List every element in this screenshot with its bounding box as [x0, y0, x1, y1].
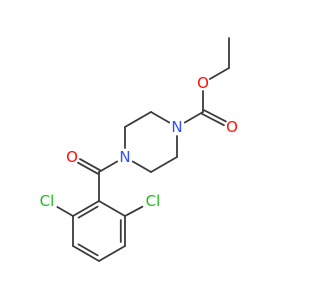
bond-ring-c2-c3	[124, 111, 152, 128]
bond-ring-n1-c2	[150, 111, 171, 124]
bond-carbamate-c-o-double-b	[203, 109, 227, 123]
bond-aryl-1-2-a	[72, 200, 100, 217]
bond-amide-c-o-double-b	[79, 158, 101, 172]
bond-aryl-1-2-b	[77, 205, 99, 219]
bond-aryl-3-4-a	[72, 245, 100, 262]
bond-carbamate-n-c	[183, 111, 204, 124]
bond-carbamate-c-o-double-a	[201, 112, 225, 127]
molecule-canvas: O O N N O Cl Cl	[40, 37, 238, 262]
bond-aryl-3-4	[72, 243, 100, 262]
atom-label-cl-right: Cl	[146, 192, 161, 210]
bond-aryl-6-1	[98, 200, 126, 217]
bond-amide-n-c	[98, 160, 119, 173]
bond-amide-c-o-double	[77, 158, 101, 175]
bond-aryl-cl-left	[56, 206, 74, 217]
bond-aryl-5-6	[119, 215, 126, 247]
bond-aryl-4-5	[98, 245, 126, 262]
bond-ring-n4-c5	[131, 160, 152, 173]
bond-ester-o-ch2	[209, 67, 230, 80]
bond-aryl-cl-right	[124, 205, 144, 217]
atom-label-n-amide: N	[119, 148, 130, 166]
atom-label-cl-left: Cl	[40, 192, 55, 210]
bond-aryl-1-2	[72, 200, 100, 219]
bonds	[56, 37, 230, 262]
atom-label-o-ester: O	[197, 74, 209, 92]
atom-label-n-carbamate: N	[171, 118, 182, 136]
bond-carbamate-c-o-double	[201, 109, 227, 127]
bond-ring-c5-c6	[150, 156, 178, 173]
atom-label-o-amide: O	[66, 148, 78, 166]
atom-labels: O O N N O Cl Cl	[40, 74, 238, 210]
bond-amide-c-o-double-a	[77, 161, 99, 175]
molecule-structure: O O N N O Cl Cl	[40, 37, 238, 262]
bond-aryl-3-4-b	[77, 243, 99, 257]
atom-label-o-carbamate: O	[226, 118, 238, 136]
